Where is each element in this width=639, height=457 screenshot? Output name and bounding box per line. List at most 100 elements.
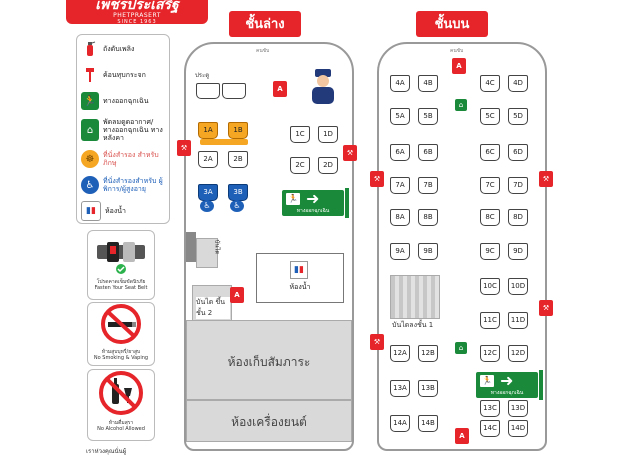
seat-11C[interactable]: 11C [480, 312, 500, 329]
brand-name: เพชรประเสริฐ [95, 0, 179, 12]
stairs-label: บันได [213, 239, 221, 255]
seat-6A[interactable]: 6A [390, 144, 410, 161]
seat-10D[interactable]: 10D [508, 278, 528, 295]
seat-2A[interactable]: 2A [198, 151, 218, 168]
lounge-seat [222, 83, 246, 99]
no-smoking-icon [101, 304, 141, 344]
lower-emergency-door [345, 188, 349, 218]
seatbelt-text: โปรดคาดเข็มขัดนิรภัย [96, 279, 146, 285]
upper-emergency-exit-sign: 🏃 ➜ ทางออกฉุกเฉิน [476, 372, 538, 398]
restroom-label: ห้องน้ำ [289, 283, 311, 291]
seat-14D[interactable]: 14D [508, 420, 528, 437]
stair-rail [186, 232, 196, 262]
seat-4C[interactable]: 4C [480, 75, 500, 92]
seat-11D[interactable]: 11D [508, 312, 528, 329]
seat-5A[interactable]: 5A [390, 108, 410, 125]
seat-6D[interactable]: 6D [508, 144, 528, 161]
hammer-icon[interactable]: ⚒ [539, 171, 553, 187]
seat-8B[interactable]: 8B [418, 209, 438, 226]
seat-1D[interactable]: 1D [318, 126, 338, 143]
seat-9B[interactable]: 9B [418, 243, 438, 260]
seat-7B[interactable]: 7B [418, 177, 438, 194]
legend-text: ค้อนทุบกระจก [103, 71, 146, 79]
seat-9A[interactable]: 9A [390, 243, 410, 260]
seat-14C[interactable]: 14C [480, 420, 500, 437]
seat-6B[interactable]: 6B [418, 144, 438, 161]
lower-stairs [196, 238, 218, 268]
seat-8A[interactable]: 8A [390, 209, 410, 226]
legend-item: ⌂ พัดลมดูดอากาศ/ ทางออกฉุกเฉิน ทางหลังคา [81, 115, 167, 145]
seat-2C[interactable]: 2C [290, 157, 310, 174]
seat-12C[interactable]: 12C [480, 345, 500, 362]
hammer-icon[interactable]: ⚒ [370, 171, 384, 187]
seat-4A[interactable]: 4A [390, 75, 410, 92]
no-smoking-text: ห้ามสูบบุหรี่/ยาสูบ [101, 349, 141, 355]
fire-extinguisher-icon[interactable]: A [452, 58, 466, 74]
brand-since: SINCE 1963 [117, 19, 157, 25]
lower-deck-label: ชั้นล่าง [229, 11, 301, 37]
seat-14A[interactable]: 14A [390, 415, 410, 432]
seat-4D[interactable]: 4D [508, 75, 528, 92]
legend-item: ค้อนทุบกระจก [81, 63, 167, 87]
seat-5B[interactable]: 5B [418, 108, 438, 125]
seat-13D[interactable]: 13D [508, 400, 528, 417]
lower-driver-label: คนขับ [256, 48, 270, 54]
seat-2B[interactable]: 2B [228, 151, 248, 168]
restroom-icon: ▮▮ [290, 261, 308, 279]
roof-exit-icon[interactable]: ⌂ [455, 99, 467, 111]
legend-item: 🏃 ทางออกฉุกเฉิน [81, 89, 167, 113]
seat-1C[interactable]: 1C [290, 126, 310, 143]
legend-text: ถังดับเพลิง [103, 45, 135, 53]
door-label: ประตู [195, 72, 210, 79]
hammer-icon[interactable]: ⚒ [177, 140, 191, 156]
seat-9C[interactable]: 9C [480, 243, 500, 260]
hammer-icon[interactable]: ⚒ [343, 145, 357, 161]
no-alcohol-card: ห้ามดื่มสุรา No Alcohol Allowed [87, 369, 155, 441]
seat-8C[interactable]: 8C [480, 209, 500, 226]
seat-8D[interactable]: 8D [508, 209, 528, 226]
lower-restroom[interactable]: ▮▮ ห้องน้ำ [256, 253, 344, 303]
seat-2D[interactable]: 2D [318, 157, 338, 174]
seat-6C[interactable]: 6C [480, 144, 500, 161]
fire-extinguisher-icon[interactable]: A [455, 428, 469, 444]
seat-5D[interactable]: 5D [508, 108, 528, 125]
seat-3A[interactable]: 3A [198, 184, 218, 201]
roof-exit-icon[interactable]: ⌂ [455, 342, 467, 354]
seat-7D[interactable]: 7D [508, 177, 528, 194]
legend-text: ที่นั่งสำรอง สำหรับภิกษุ [103, 151, 159, 167]
seat-13B[interactable]: 13B [418, 380, 438, 397]
hammer-icon[interactable]: ⚒ [539, 300, 553, 316]
seat-7C[interactable]: 7C [480, 177, 500, 194]
seat-7A[interactable]: 7A [390, 177, 410, 194]
legend-item: ถังดับเพลิง [81, 37, 167, 61]
brand-logo: เพชรประเสริฐ PHETPRASERT SINCE 1963 [66, 0, 208, 25]
legend-text: พัดลมดูดอากาศ/ ทางออกฉุกเฉิน ทางหลังคา [103, 118, 163, 142]
seat-13A[interactable]: 13A [390, 380, 410, 397]
seat-10C[interactable]: 10C [480, 278, 500, 295]
legend-panel: ถังดับเพลิง ค้อนทุบกระจก 🏃 ทางออกฉุกเฉิน… [76, 34, 170, 224]
monk-seat-icon: ☸ [81, 150, 99, 168]
upper-driver-label: คนขับ [450, 48, 464, 54]
seat-12B[interactable]: 12B [418, 345, 438, 362]
fire-extinguisher-icon[interactable]: A [230, 287, 244, 303]
seat-5C[interactable]: 5C [480, 108, 500, 125]
seat-1A[interactable]: 1A [198, 122, 218, 139]
hammer-icon[interactable]: ⚒ [370, 334, 384, 350]
seat-14B[interactable]: 14B [418, 415, 438, 432]
fire-extinguisher-icon [81, 40, 99, 58]
seat-12A[interactable]: 12A [390, 345, 410, 362]
seat-9D[interactable]: 9D [508, 243, 528, 260]
seat-12D[interactable]: 12D [508, 345, 528, 362]
seat-13C[interactable]: 13C [480, 400, 500, 417]
no-smoking-text-en: No Smoking & Vaping [93, 355, 149, 361]
seat-4B[interactable]: 4B [418, 75, 438, 92]
seat-3B[interactable]: 3B [228, 184, 248, 201]
no-alcohol-text: ห้ามดื่มสุรา [108, 420, 134, 426]
seat-1B[interactable]: 1B [228, 122, 248, 139]
footer-note: เราห่วงคุณนั่นผู้ [86, 448, 127, 455]
driver-seat [308, 67, 338, 105]
upper-stairs [390, 275, 440, 319]
fire-extinguisher-icon[interactable]: A [273, 81, 287, 97]
arrow-right-icon: ➜ [500, 371, 514, 390]
seatbelt-card: โปรดคาดเข็มขัดนิรภัย Fasten Your Seat Be… [87, 230, 155, 300]
